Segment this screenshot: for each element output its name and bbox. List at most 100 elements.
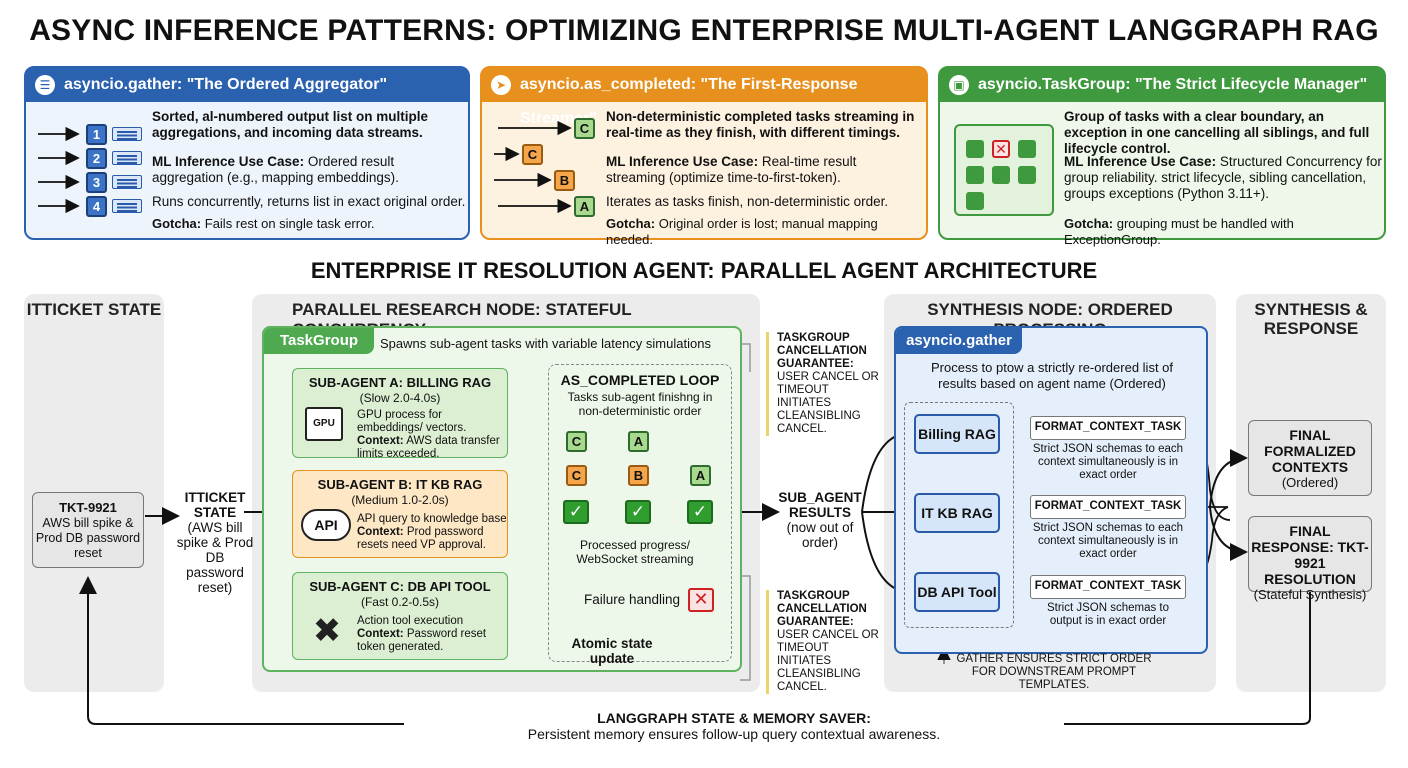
- task-b-running: B: [554, 170, 575, 191]
- loop-task-c: C: [566, 431, 587, 452]
- api-cloud-icon: API: [301, 509, 351, 541]
- task-c-running: C: [522, 144, 543, 165]
- format-description: Strict JSON schemas to output is in exac…: [1046, 602, 1170, 627]
- wrench-icon: ✖: [312, 612, 342, 650]
- ordered-list-illustration: 1 2 3 4: [34, 120, 149, 230]
- group-icon: ▣: [949, 75, 969, 95]
- sub-results-desc: (now out of order): [786, 520, 854, 550]
- stream-arrows: [494, 120, 572, 214]
- ordered-agents-group: [904, 402, 1014, 628]
- response-title: SYNTHESIS & RESPONSE: [1254, 300, 1368, 338]
- pattern-use-case: ML Inference Use Case: Structured Concur…: [1064, 154, 1382, 201]
- task-square: [992, 166, 1010, 184]
- failure-handling-label: Failure handling: [584, 592, 681, 607]
- final-response-sub: (Stateful Synthesis): [1253, 587, 1367, 602]
- pattern-gotcha: Gotcha: Original order is lost; manual m…: [606, 216, 878, 247]
- pattern-behavior: Iterates as tasks finish, non-determinis…: [606, 194, 889, 209]
- loop-description: Tasks sub-agent finishng in non-determin…: [567, 390, 713, 418]
- pattern-header-text: asyncio.TaskGroup: "The Strict Lifecycle…: [978, 76, 1368, 93]
- pattern-description: Group of tasks with a clear boundary, an…: [1064, 109, 1370, 156]
- pattern-header-text: asyncio.as_completed: "The First-Respons…: [520, 76, 858, 127]
- pattern-use-case: ML Inference Use Case: Real-time result …: [606, 154, 857, 185]
- final-contexts-sub: (Ordered): [1281, 475, 1339, 490]
- loop-task-b: B: [628, 465, 649, 486]
- db-api-tool-box[interactable]: DB API Tool: [914, 572, 1000, 612]
- arrows-in: [38, 126, 80, 214]
- sub-agent-results: SUB_AGENT RESULTS (now out of order): [778, 490, 862, 550]
- sub-agent-it-kb-rag[interactable]: SUB-AGENT B: IT KB RAG (Medium 1.0-2.0s)…: [292, 470, 508, 558]
- pattern-behavior: Runs concurrently, returns list in exact…: [152, 194, 466, 209]
- architecture-title: ENTERPRISE IT RESOLUTION AGENT: PARALLEL…: [310, 258, 1098, 283]
- cancellation-guarantee-top: TASKGROUP CANCELLATION GUARANTEE: USER C…: [766, 332, 882, 436]
- ticket-card[interactable]: TKT-9921 AWS bill spike & Prod DB passwo…: [32, 492, 144, 568]
- streaming-illustration: C C B A: [490, 114, 605, 234]
- format-context-task[interactable]: FORMAT_CONTEXT_TASK: [1030, 575, 1186, 599]
- loop-task-a: A: [628, 431, 649, 452]
- loop-task-c: C: [566, 465, 587, 486]
- taskgroup-label: TaskGroup: [264, 328, 374, 354]
- it-kb-rag-box[interactable]: IT KB RAG: [914, 493, 1000, 533]
- format-context-task[interactable]: FORMAT_CONTEXT_TASK: [1030, 416, 1186, 440]
- sub-agent-desc: GPU process for embeddings/ vectors. Con…: [357, 409, 500, 460]
- cancellation-guarantee-bottom: TASKGROUP CANCELLATION GUARANTEE: USER C…: [766, 590, 882, 694]
- sub-agent-latency: (Fast 0.2-0.5s): [360, 595, 440, 609]
- task-a-finished: A: [574, 196, 595, 217]
- sub-agent-title: SUB-AGENT C: DB API TOOL: [309, 579, 491, 594]
- rocket-icon: ➤: [491, 75, 511, 95]
- loop-task-a: A: [690, 465, 711, 486]
- check-icon: ✓: [563, 500, 589, 524]
- pattern-header-gather: ☰ asyncio.gather: "The Ordered Aggregato…: [26, 68, 468, 102]
- final-contexts-box[interactable]: FINAL FORMALIZED CONTEXTS (Ordered): [1248, 420, 1372, 496]
- list-lines-icon: [112, 127, 142, 141]
- pattern-header-text: asyncio.gather: "The Ordered Aggregator": [64, 76, 388, 93]
- task-square: [966, 166, 984, 184]
- format-description: Strict JSON schemas to each context simu…: [1032, 443, 1184, 481]
- list-lines-icon: [112, 175, 142, 189]
- task-group-illustration: ✕: [954, 124, 1054, 216]
- list-icon: ☰: [35, 75, 55, 95]
- memory-saver: LANGGRAPH STATE & MEMORY SAVER: Persiste…: [404, 710, 1064, 742]
- failed-task-icon: ✕: [992, 140, 1010, 158]
- task-c-finished: C: [574, 118, 595, 139]
- state-flow-label: ITTICKET STATE (AWS bill spike & Prod DB…: [176, 490, 254, 595]
- check-icon: ✓: [625, 500, 651, 524]
- gather-note: GATHER ENSURES STRICT ORDER FOR DOWNSTRE…: [956, 653, 1152, 691]
- final-response-title: FINAL RESPONSE: TKT-9921 RESOLUTION: [1251, 523, 1369, 587]
- pattern-gotcha: Gotcha: Fails rest on single task error.: [152, 216, 375, 231]
- gpu-icon: GPU: [305, 407, 343, 441]
- loop-progress: Processed progress/ WebSocket streaming: [576, 538, 694, 566]
- sub-agent-desc: API query to knowledge base Context: Pro…: [357, 513, 507, 551]
- sub-agent-latency: (Medium 1.0-2.0s): [351, 493, 449, 507]
- sub-agent-latency: (Slow 2.0-4.0s): [359, 391, 441, 405]
- pattern-header-taskgroup: ▣ asyncio.TaskGroup: "The Strict Lifecyc…: [940, 68, 1384, 102]
- state-flow-desc: (AWS bill spike & Prod DB password reset…: [176, 520, 254, 595]
- check-icon: ✓: [687, 500, 713, 524]
- taskgroup-description: Spawns sub-agent tasks with variable lat…: [380, 336, 711, 351]
- main-title: ASYNC INFERENCE PATTERNS: OPTIMIZING ENT…: [29, 14, 1379, 47]
- gather-description: Process to ptow a strictly re-ordered li…: [930, 360, 1174, 391]
- format-description: Strict JSON schemas to each context simu…: [1032, 522, 1184, 560]
- task-square: [966, 140, 984, 158]
- sub-agent-billing-rag[interactable]: SUB-AGENT A: BILLING RAG (Slow 2.0-4.0s)…: [292, 368, 508, 460]
- failure-x-icon: ✕: [688, 588, 714, 612]
- pattern-card-taskgroup: ▣ asyncio.TaskGroup: "The Strict Lifecyc…: [938, 66, 1386, 247]
- pattern-header-as-completed: ➤ asyncio.as_completed: "The First-Respo…: [482, 68, 926, 127]
- order-number-1: 1: [86, 124, 107, 145]
- pattern-card-as-completed: ➤ asyncio.as_completed: "The First-Respo…: [480, 66, 928, 247]
- final-contexts-title: FINAL FORMALIZED CONTEXTS: [1264, 427, 1356, 475]
- gather-label: asyncio.gather: [896, 328, 1022, 354]
- format-context-task[interactable]: FORMAT_CONTEXT_TASK: [1030, 495, 1186, 519]
- as-completed-loop: [548, 364, 732, 662]
- list-lines-icon: [112, 199, 142, 213]
- sub-results-title: SUB_AGENT RESULTS: [778, 490, 862, 520]
- sub-agent-desc: Action tool execution Context: Password …: [357, 615, 487, 653]
- sub-agent-title: SUB-AGENT A: BILLING RAG: [308, 375, 492, 390]
- final-response-box[interactable]: FINAL RESPONSE: TKT-9921 RESOLUTION (Sta…: [1248, 516, 1372, 602]
- pattern-use-case: ML Inference Use Case: Ordered result ag…: [152, 154, 399, 185]
- pattern-description: Non-deterministic completed tasks stream…: [606, 109, 915, 140]
- order-number-3: 3: [86, 172, 107, 193]
- sub-agent-db-api-tool[interactable]: SUB-AGENT C: DB API TOOL (Fast 0.2-0.5s)…: [292, 572, 508, 660]
- billing-rag-box[interactable]: Billing RAG: [914, 414, 1000, 454]
- ticket-state-title: ITTICKET STATE: [26, 300, 162, 319]
- pattern-description: Sorted, al-numbered output list on multi…: [152, 109, 428, 140]
